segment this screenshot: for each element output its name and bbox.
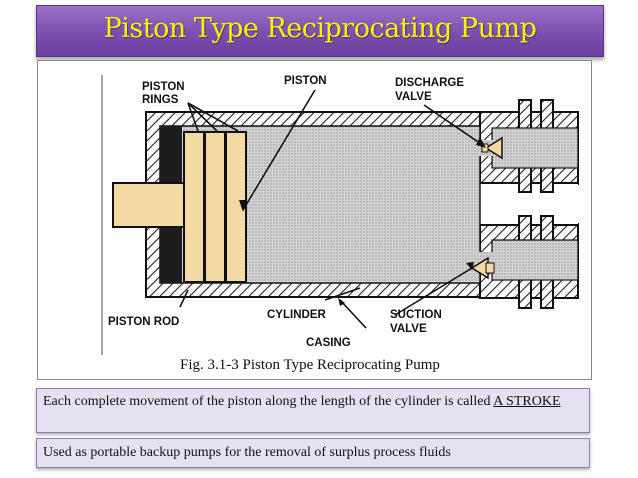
- label-piston: PISTON: [284, 75, 327, 87]
- figure-caption: Fig. 3.1-3 Piston Type Reciprocating Pum…: [180, 357, 440, 373]
- label-suction-valve-2: VALVE: [390, 323, 427, 335]
- title-banner: Piston Type Reciprocating Pump: [36, 5, 604, 57]
- discharge-bore: [491, 127, 579, 169]
- suction-bore: [491, 239, 579, 281]
- label-cylinder: CYLINDER: [267, 309, 326, 321]
- label-piston-rings-1: PISTON: [142, 81, 185, 93]
- discharge-valve: [484, 136, 503, 160]
- leader-lines: [179, 89, 485, 329]
- slide-title: Piston Type Reciprocating Pump: [103, 13, 537, 44]
- usage-note-text: Used as portable backup pumps for the re…: [43, 445, 451, 460]
- stroke-note-text: Each complete movement of the piston alo…: [43, 394, 494, 409]
- usage-note: Used as portable backup pumps for the re…: [36, 438, 590, 468]
- stroke-note: Each complete movement of the piston alo…: [36, 388, 590, 433]
- piston-rings: [183, 131, 247, 283]
- label-casing: CASING: [306, 337, 351, 349]
- label-discharge-valve-2: VALVE: [395, 91, 432, 103]
- arrowheads: [239, 137, 486, 306]
- label-piston-rod: PISTON ROD: [108, 316, 179, 328]
- label-piston-rings-2: RINGS: [142, 94, 179, 106]
- stroke-term: A STROKE: [493, 394, 561, 409]
- label-discharge-valve-1: DISCHARGE: [395, 77, 464, 89]
- piston-rod: [112, 182, 187, 228]
- label-suction-valve-1: SUCTION: [390, 309, 442, 321]
